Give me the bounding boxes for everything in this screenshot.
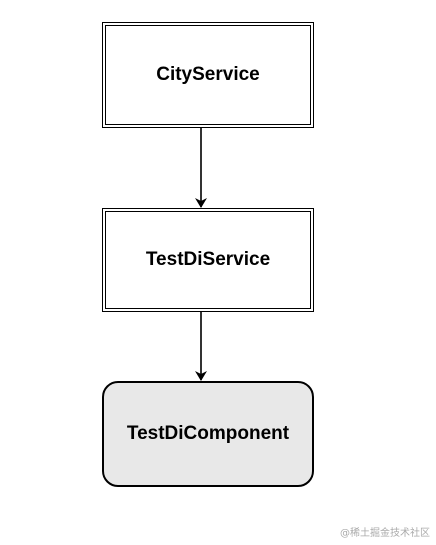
node-test-di-service[interactable]: TestDiService: [102, 208, 314, 312]
node-test-di-component-label: TestDiComponent: [126, 423, 290, 444]
node-test-di-service-label: TestDiService: [145, 249, 271, 270]
node-city-service-label: CityService: [156, 64, 260, 85]
node-test-di-component[interactable]: TestDiComponent: [102, 381, 314, 487]
node-city-service[interactable]: CityService: [102, 22, 314, 128]
watermark: @稀土掘金技术社区: [340, 528, 430, 539]
